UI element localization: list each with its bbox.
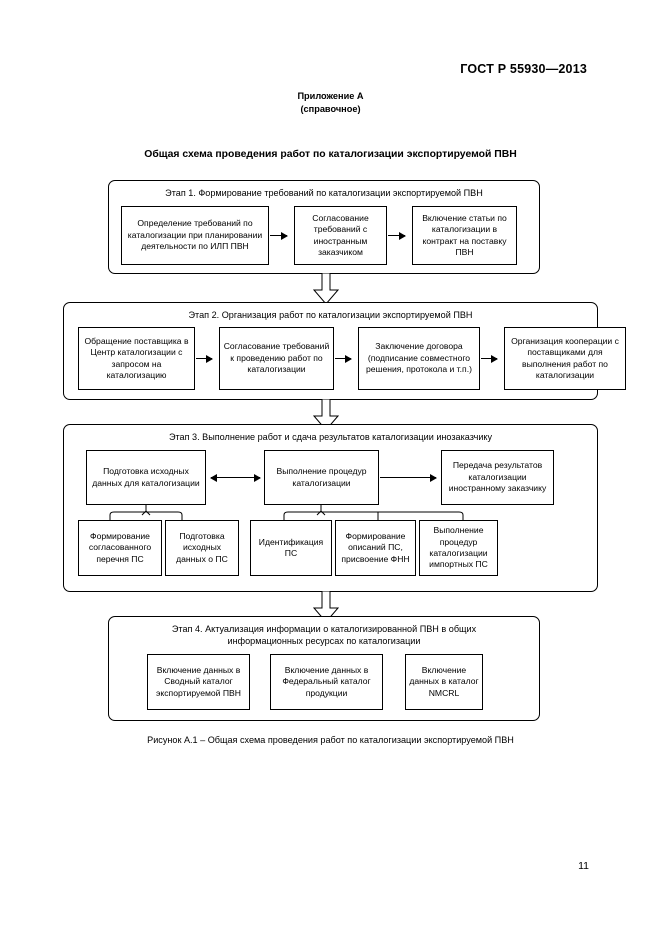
stage-3-subbox-1-label: Формирование согласованного перечня ПС [88, 530, 152, 564]
stage-2-box-2: Согласование требований к проведению раб… [219, 327, 334, 390]
stage-2-box-4: Организация кооперации с поставщиками дл… [504, 327, 626, 390]
stage-1-box-3-label: Включение статьи по каталогизации в конт… [422, 212, 507, 257]
page-number: 11 [578, 860, 589, 872]
stage-3-arrow-2 [380, 473, 437, 482]
stage-3-subbox-5-label: Выполнение процедур каталогизации импорт… [429, 525, 488, 570]
stage-4-box-2: Включение данных в Федеральный каталог п… [270, 654, 383, 710]
stage-2-title: Этап 2. Организация работ по каталогизац… [188, 310, 473, 320]
stage-3-subbox-4: Формирование описаний ПС, присвоение ФНН [335, 520, 416, 576]
stage-3-subbox-3-label: Идентификация ПС [258, 536, 324, 558]
stage-3-arrow-bidirectional [210, 473, 261, 482]
stage-1-box-3: Включение статьи по каталогизации в конт… [412, 206, 517, 265]
figure-title: Общая схема проведения работ по каталоги… [144, 149, 517, 160]
stage-4-box-3-label: Включение данных в каталог NMCRL [409, 664, 479, 698]
stage-1-container: Этап 1. Формирование требований по катал… [108, 180, 540, 274]
stage-3-subbox-2: Подготовка исходных данных о ПС [165, 520, 239, 576]
annex-label: Приложение А [297, 91, 364, 101]
stage-3-box-2: Выполнение процедур каталогизации [264, 450, 379, 505]
stage-2-box-1-label: Обращение поставщика в Центр каталогизац… [84, 335, 189, 380]
annex-kind: (справочное) [300, 104, 361, 114]
stage-4-box-3: Включение данных в каталог NMCRL [405, 654, 483, 710]
stage-4-title-line-2: информационных ресурсах по каталогизации [227, 636, 421, 646]
stage-4-container: Этап 4. Актуализация информации о катало… [108, 616, 540, 721]
stage-1-box-2-label: Согласование требований с иностранным за… [312, 212, 369, 257]
stage-3-container: Этап 3. Выполнение работ и сдача результ… [63, 424, 598, 592]
stage-4-title-line-1: Этап 4. Актуализация информации о катало… [171, 624, 477, 634]
stage-3-subbox-2-label: Подготовка исходных данных о ПС [176, 530, 228, 564]
stage-3-subbox-3: Идентификация ПС [250, 520, 332, 576]
figure-caption: Рисунок А.1 – Общая схема проведения раб… [147, 735, 514, 745]
stage-2-arrow-1 [196, 354, 213, 363]
stage-2-container: Этап 2. Организация работ по каталогизац… [63, 302, 626, 400]
stage-4-box-2-label: Включение данных в Федеральный каталог п… [282, 664, 371, 698]
stage-3-box-1-label: Подготовка исходных данных для каталогиз… [92, 466, 200, 488]
stage-2-box-1: Обращение поставщика в Центр каталогизац… [78, 327, 195, 390]
stage-connector-arrow-1-2 [313, 273, 339, 305]
stage-3-fork-right [259, 505, 499, 521]
stage-3-subbox-1: Формирование согласованного перечня ПС [78, 520, 162, 576]
stage-4-box-1-label: Включение данных в Сводный каталог экспо… [156, 664, 241, 698]
stage-2-arrow-3 [481, 354, 498, 363]
stage-2-box-2-label: Согласование требований к проведению раб… [223, 341, 330, 375]
stage-2-arrow-2 [335, 354, 352, 363]
stage-3-subbox-5: Выполнение процедур каталогизации импорт… [419, 520, 498, 576]
stage-3-box-3-label: Передача результатов каталогизации иност… [448, 460, 547, 494]
annex-heading: Приложение А (справочное) [0, 90, 661, 116]
stage-1-arrow-1 [270, 231, 288, 240]
stage-1-box-1-label: Определение требований по каталогизации … [127, 218, 263, 252]
standard-header: ГОСТ Р 55930—2013 [460, 62, 587, 76]
stage-4-title: Этап 4. Актуализация информации о катало… [109, 617, 539, 647]
stage-1-arrow-2 [388, 231, 406, 240]
stage-1-title: Этап 1. Формирование требований по катал… [165, 188, 483, 198]
stage-3-fork-left [86, 505, 216, 521]
stage-3-box-3: Передача результатов каталогизации иност… [441, 450, 554, 505]
stage-1-box-2: Согласование требований с иностранным за… [294, 206, 387, 265]
stage-3-box-2-label: Выполнение процедур каталогизации [276, 466, 367, 488]
stage-3-title: Этап 3. Выполнение работ и сдача результ… [168, 432, 493, 442]
stage-1-box-1: Определение требований по каталогизации … [121, 206, 269, 265]
stage-2-box-3-label: Заключение договора (подписание совместн… [366, 341, 472, 375]
stage-3-box-1: Подготовка исходных данных для каталогиз… [86, 450, 206, 505]
stage-4-box-1: Включение данных в Сводный каталог экспо… [147, 654, 250, 710]
stage-connector-arrow-3-4 [313, 591, 339, 623]
stage-connector-arrow-2-3 [313, 399, 339, 431]
stage-3-subbox-4-label: Формирование описаний ПС, присвоение ФНН [341, 530, 410, 564]
stage-2-box-3: Заключение договора (подписание совместн… [358, 327, 480, 390]
stage-2-box-4-label: Организация кооперации с поставщиками дл… [511, 335, 619, 380]
